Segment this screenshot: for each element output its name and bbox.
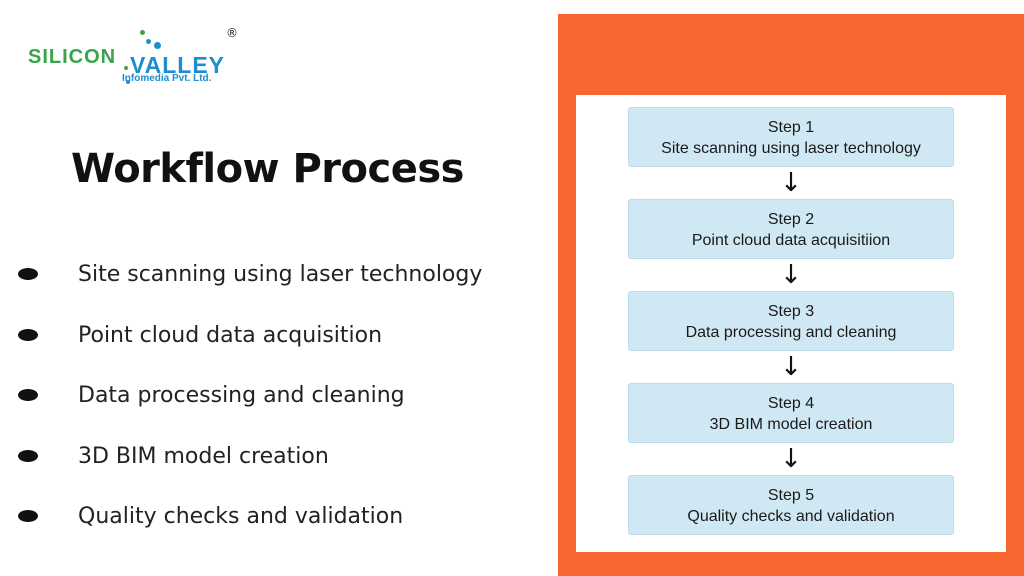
flow-step-1: Step 1 Site scanning using laser technol… bbox=[628, 107, 954, 167]
step-label: Step 1 bbox=[767, 119, 815, 136]
bullet-icon bbox=[18, 449, 38, 462]
logo-dot bbox=[126, 80, 130, 84]
flow-step-4: Step 4 3D BIM model creation bbox=[628, 383, 954, 443]
company-logo: SILICON VALLEY Infomedia Pvt. Ltd. ® bbox=[28, 26, 248, 90]
bullet-icon bbox=[18, 268, 38, 280]
step-description: 3D BIM model creation bbox=[709, 416, 873, 433]
logo-word-silicon: SILICON bbox=[28, 46, 117, 68]
step-description: Data processing and cleaning bbox=[685, 324, 897, 341]
logo-dot bbox=[154, 42, 161, 49]
bullet-icon bbox=[18, 328, 38, 341]
flow-step-2: Step 2 Point cloud data acquisitiion bbox=[628, 199, 954, 259]
step-description: Point cloud data acquisitiion bbox=[691, 232, 891, 249]
workflow-bullet-list: Site scanning using laser technology Poi… bbox=[18, 262, 538, 565]
arrow-down-icon: ↓ bbox=[780, 168, 802, 198]
list-item: Site scanning using laser technology bbox=[18, 262, 538, 323]
arrow-down-icon: ↓ bbox=[780, 444, 802, 474]
bullet-text: Site scanning using laser technology bbox=[78, 262, 483, 287]
bullet-icon bbox=[18, 510, 38, 522]
bullet-icon bbox=[18, 389, 38, 401]
step-description: Site scanning using laser technology bbox=[661, 140, 921, 157]
logo-dot bbox=[124, 66, 128, 70]
logo-subtitle: Infomedia Pvt. Ltd. bbox=[122, 73, 212, 84]
step-label: Step 5 bbox=[767, 487, 815, 504]
flowchart-canvas: Step 1 Site scanning using laser technol… bbox=[576, 95, 1006, 552]
bullet-text: Data processing and cleaning bbox=[78, 383, 405, 408]
step-description: Quality checks and validation bbox=[687, 508, 895, 525]
arrow-down-icon: ↓ bbox=[780, 352, 802, 382]
list-item: 3D BIM model creation bbox=[18, 444, 538, 505]
bullet-text: Point cloud data acquisition bbox=[78, 322, 383, 348]
logo-word-valley: VALLEY bbox=[130, 52, 226, 78]
arrow-down-icon: ↓ bbox=[780, 260, 802, 290]
page-title: Workflow Process bbox=[71, 146, 464, 192]
list-item: Data processing and cleaning bbox=[18, 383, 538, 444]
list-item: Quality checks and validation bbox=[18, 504, 538, 565]
step-label: Step 4 bbox=[767, 395, 815, 412]
list-item: Point cloud data acquisition bbox=[18, 323, 538, 384]
step-label: Step 3 bbox=[767, 303, 815, 320]
bullet-text: Quality checks and validation bbox=[78, 504, 404, 529]
flow-step-5: Step 5 Quality checks and validation bbox=[628, 475, 954, 535]
step-label: Step 2 bbox=[767, 211, 815, 228]
logo-dot bbox=[146, 39, 151, 44]
registered-mark: ® bbox=[226, 26, 238, 40]
bullet-text: 3D BIM model creation bbox=[78, 443, 329, 469]
logo-dot bbox=[140, 30, 145, 35]
flow-step-3: Step 3 Data processing and cleaning bbox=[628, 291, 954, 351]
flowchart-panel: Step 1 Site scanning using laser technol… bbox=[558, 14, 1024, 576]
